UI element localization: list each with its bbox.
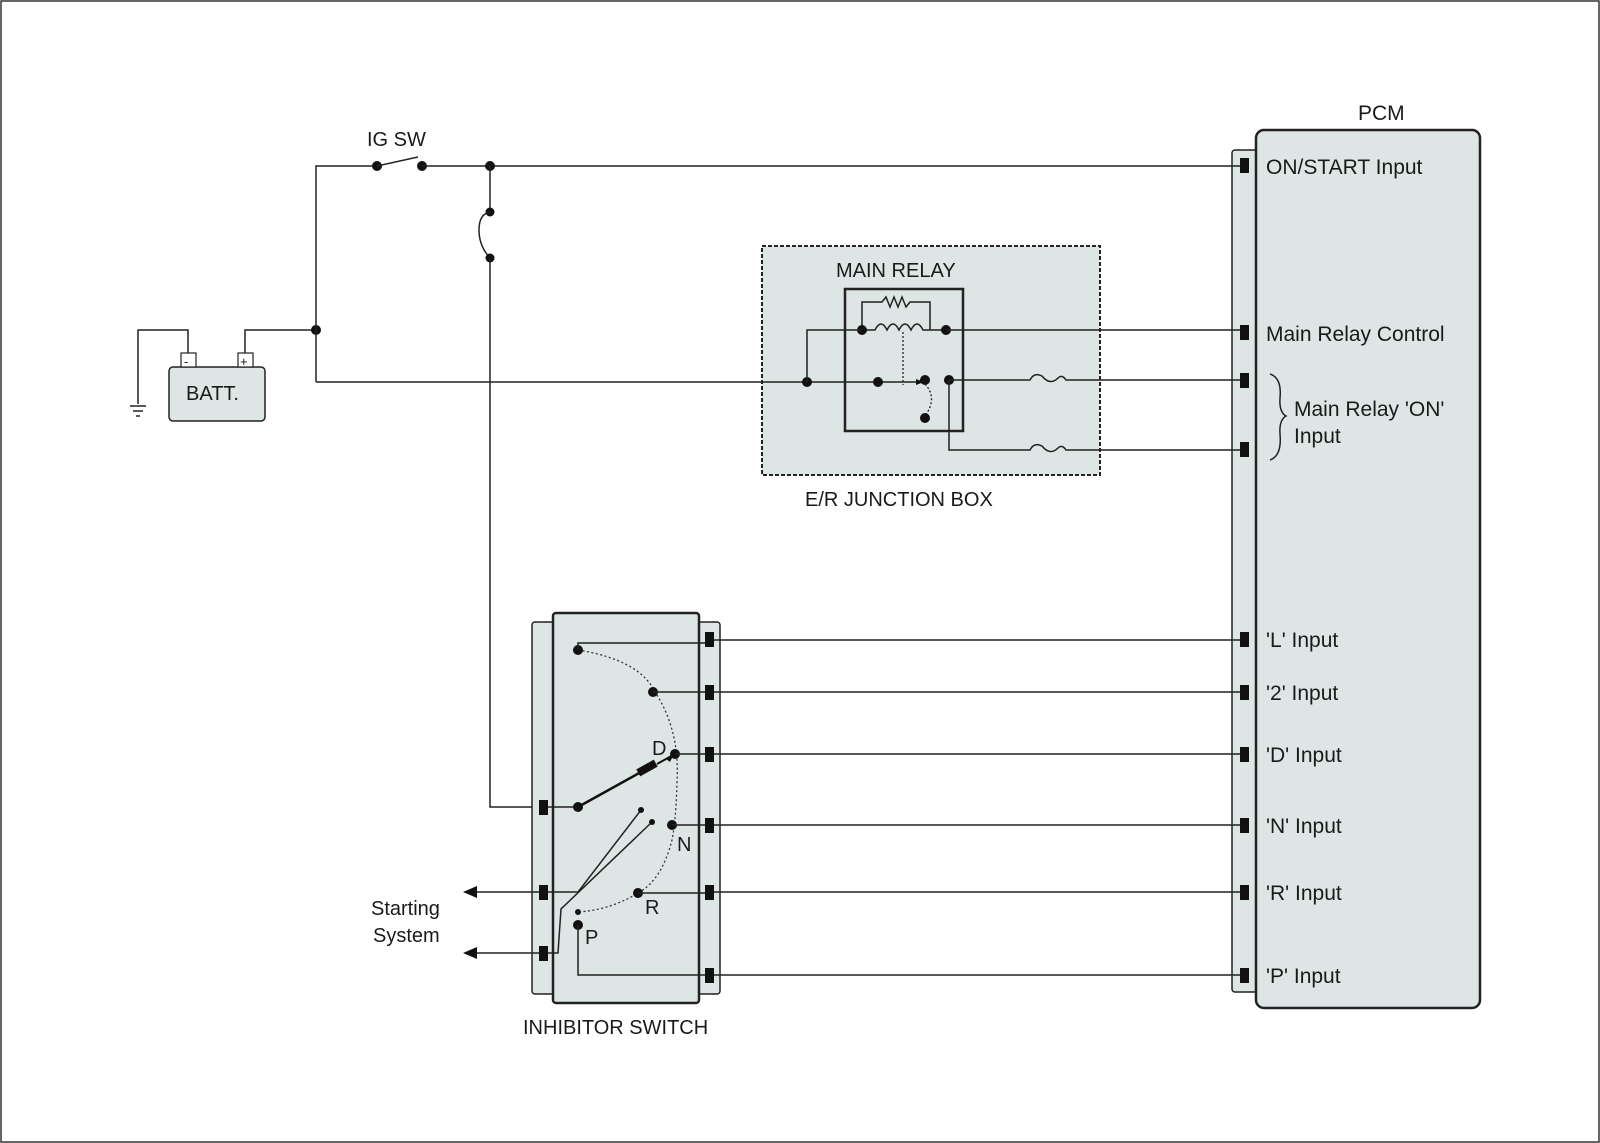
battery-body — [168, 366, 266, 422]
pcm-input-2: '2' Input — [1266, 682, 1338, 705]
relay-on-wire-1 — [949, 373, 1240, 383]
junction-box-outline — [761, 245, 1101, 476]
pcm-pin-on-start — [1240, 158, 1249, 173]
pcm: PCM ON/START Input Main Relay Control Ma… — [1231, 102, 1482, 1010]
pcm-input-r: 'R' Input — [1266, 882, 1342, 905]
pcm-pin-d — [1240, 747, 1249, 762]
starting-pin-1 — [539, 885, 548, 900]
relay-coil-supply — [806, 329, 862, 382]
l-internal-wire — [577, 642, 705, 650]
relay-contact — [920, 375, 930, 385]
pcm-body — [1254, 128, 1482, 1010]
starting-system-line2: System — [373, 925, 440, 947]
relay-coil-icon — [862, 323, 946, 332]
pcm-pin-p — [1240, 968, 1249, 983]
ground-wire — [137, 329, 189, 404]
ig-switch-blade — [376, 156, 419, 167]
starting-system: Starting System — [371, 886, 539, 959]
pcm-input-l: 'L' Input — [1266, 629, 1338, 652]
pcm-pin-relay-on-1 — [1240, 373, 1249, 388]
pcm-input-relay-on-line1: Main Relay 'ON' — [1294, 398, 1444, 421]
pcm-input-relay-on-line2: Input — [1294, 425, 1341, 448]
pcm-input-relay-control: Main Relay Control — [1266, 323, 1445, 346]
relay-on-wire-2 — [948, 380, 1240, 453]
starting-pin-2 — [539, 946, 548, 961]
inhibitor-switch-label: INHIBITOR SWITCH — [523, 1017, 708, 1039]
main-relay-label: MAIN RELAY — [836, 260, 956, 282]
pcm-input-on-start: ON/START Input — [1266, 156, 1423, 179]
starting-system-line1: Starting — [371, 898, 440, 920]
relay-resistor-icon — [861, 294, 931, 330]
pcm-connector-strip — [1231, 149, 1259, 993]
battery-label: BATT. — [186, 383, 239, 405]
position-d-label: D — [652, 738, 666, 760]
pcm-pin-relay-control — [1240, 325, 1249, 340]
battery-positive-wire — [244, 329, 316, 353]
junction-box-label: E/R JUNCTION BOX — [805, 489, 993, 511]
p-internal-wire — [577, 925, 705, 976]
arrow-left-icon — [463, 947, 477, 959]
fuse-icon — [478, 211, 491, 259]
battery-feed-wire — [315, 165, 376, 382]
pcm-input-p: 'P' Input — [1266, 965, 1341, 988]
arrow-left-icon — [463, 886, 477, 898]
junction-box: E/R JUNCTION BOX MAIN RELAY — [316, 245, 1240, 511]
selector-wiper — [577, 770, 642, 809]
inhibitor-inner-body — [551, 611, 701, 1005]
inhibitor-switch: INHIBITOR SWITCH D N R P — [523, 611, 721, 1039]
pcm-pin-2 — [1240, 685, 1249, 700]
position-r-label: R — [645, 897, 659, 919]
pcm-pin-l — [1240, 632, 1249, 647]
pcm-pin-r — [1240, 885, 1249, 900]
pcm-label: PCM — [1358, 102, 1405, 125]
inhibitor-feed-wire — [489, 258, 540, 808]
pcm-input-d: 'D' Input — [1266, 744, 1342, 767]
relay-on-brace — [1269, 373, 1288, 461]
relay-contact — [920, 413, 930, 423]
battery-neg-sign: - — [184, 354, 188, 369]
ig-switch-label: IG SW — [367, 129, 426, 151]
pcm-pin-n — [1240, 818, 1249, 833]
position-p-label: P — [585, 927, 598, 949]
ignition-circuit: IG SW — [244, 129, 1240, 808]
position-n-label: N — [677, 834, 691, 856]
pcm-pin-relay-on-2 — [1240, 442, 1249, 457]
battery-pos-sign: + — [240, 354, 248, 369]
pcm-input-n: 'N' Input — [1266, 815, 1342, 838]
starting-contact-2 — [548, 821, 653, 954]
range-wires — [714, 639, 1240, 976]
main-relay — [843, 287, 965, 433]
inhibitor-feed-pin — [539, 800, 548, 815]
